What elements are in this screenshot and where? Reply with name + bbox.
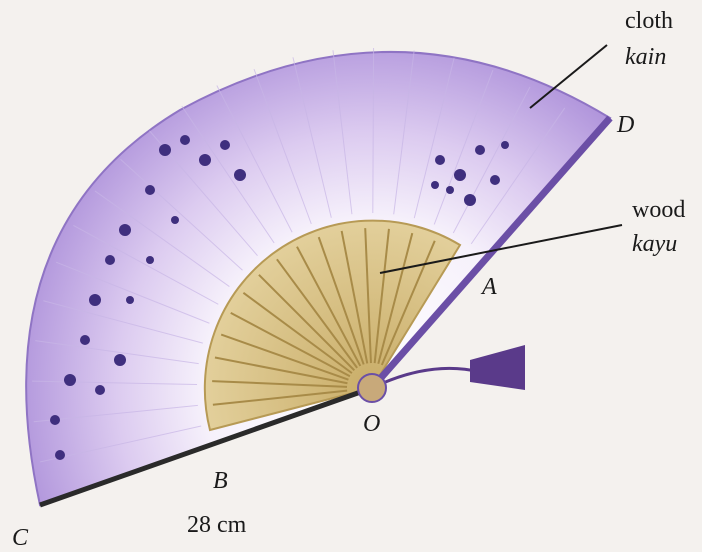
- pivot-point: [358, 374, 386, 402]
- point-a-label: A: [480, 274, 497, 300]
- point-b-label: B: [213, 468, 228, 494]
- wood-label: wood: [632, 197, 685, 223]
- wood-label-malay: kayu: [632, 231, 677, 257]
- point-d-label: D: [616, 112, 634, 138]
- point-c-label: C: [12, 525, 29, 551]
- measure-label: 28 cm: [187, 512, 247, 538]
- cloth-label: cloth: [625, 8, 673, 34]
- point-o-label: O: [363, 411, 380, 437]
- cloth-label-malay: kain: [625, 44, 666, 70]
